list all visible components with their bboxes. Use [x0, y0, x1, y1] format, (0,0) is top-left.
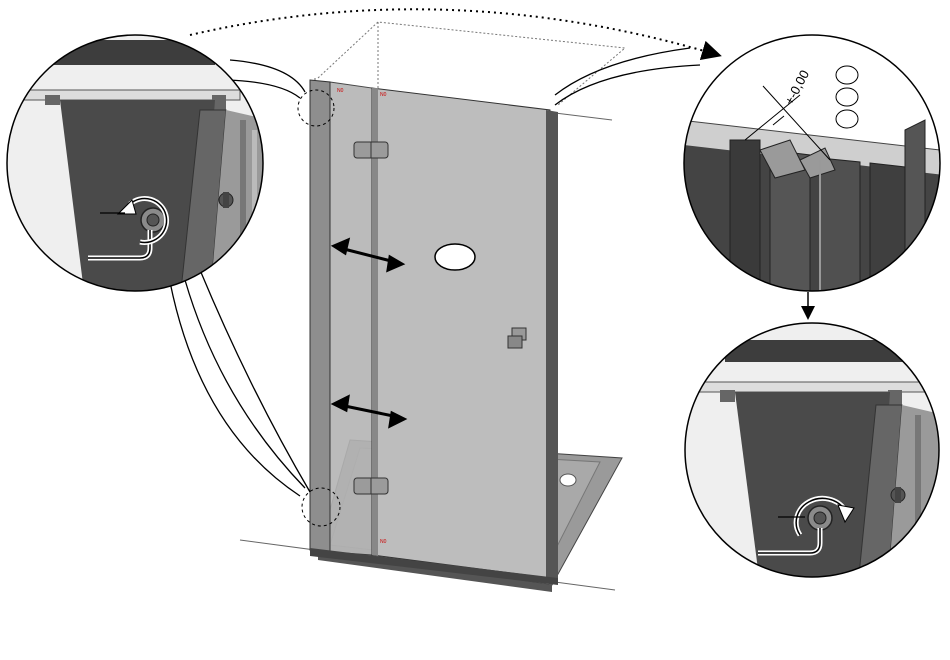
hinge-mark-3: N0: [380, 539, 387, 545]
curved-dotted-arrow-icon: [190, 9, 718, 55]
drain: [560, 474, 576, 486]
hinge-mark-2: N0: [380, 92, 387, 98]
glass-door: [372, 88, 558, 580]
hinge-bottom: [354, 478, 388, 494]
detail-circle-bottom-right: [680, 320, 945, 585]
detail-circle-left: [0, 30, 270, 300]
down-arrow-icon: [801, 292, 815, 320]
option-oval-1: [836, 66, 858, 84]
hinge-top: [354, 142, 388, 158]
leader-lines-right: [555, 48, 700, 105]
hinge-mark-1: N0: [337, 88, 344, 94]
blank-label-oval: [435, 244, 475, 270]
detail-circle-top-right: +-0,00: [680, 30, 945, 300]
option-oval-3: [836, 110, 858, 128]
option-oval-2: [836, 88, 858, 106]
